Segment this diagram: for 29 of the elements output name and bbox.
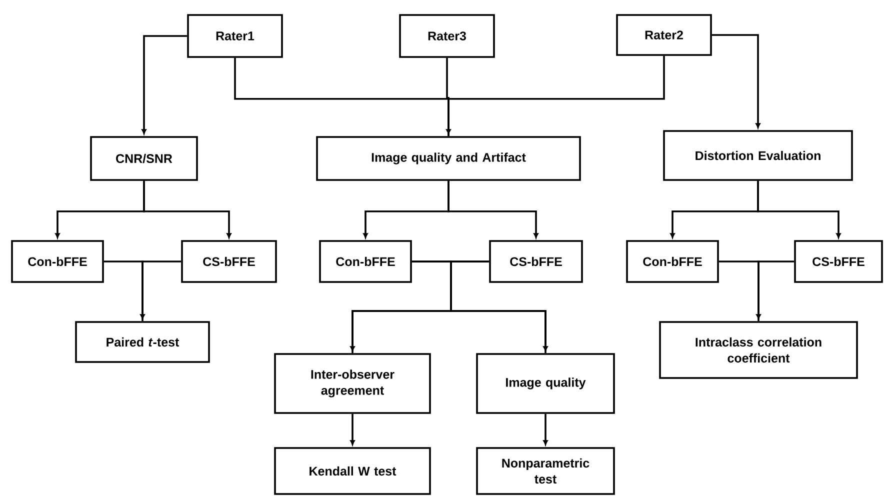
- rater-box: Rater1: [187, 14, 283, 58]
- connector-arrow: [143, 180, 232, 238]
- connector-arrow: [543, 414, 548, 446]
- process-box: Image quality: [476, 353, 615, 414]
- connector-arrow: [350, 260, 548, 354]
- connector-arrow: [448, 180, 538, 238]
- process-box: CS-bFFE: [794, 240, 883, 283]
- process-box: CS-bFFE: [489, 240, 583, 283]
- connector-arrow: [350, 414, 355, 446]
- rater-box: Rater2: [616, 14, 712, 56]
- process-box: Paired t-test: [75, 321, 210, 363]
- process-box: Intraclass correlation coefficient: [659, 321, 858, 379]
- connector-arrow: [234, 56, 665, 136]
- process-box: Image quality and Artifact: [316, 136, 581, 181]
- process-box: Inter-observer agreement: [274, 353, 431, 414]
- process-box: Con-bFFE: [319, 240, 412, 283]
- process-box: CNR/SNR: [90, 136, 198, 181]
- connector-arrow: [104, 260, 182, 322]
- connector-arrow: [757, 180, 841, 238]
- process-box: Kendall W test: [274, 447, 431, 495]
- process-box: Nonparametric test: [476, 447, 615, 495]
- connector-arrow: [142, 35, 188, 134]
- connector-arrow: [718, 260, 794, 322]
- process-box: Con-bFFE: [626, 240, 719, 283]
- connector-arrow: [712, 34, 760, 128]
- process-box: Con-bFFE: [11, 240, 104, 283]
- process-box: Distortion Evaluation: [663, 130, 853, 181]
- rater-box: Rater3: [399, 14, 495, 58]
- process-box: CS-bFFE: [181, 240, 277, 283]
